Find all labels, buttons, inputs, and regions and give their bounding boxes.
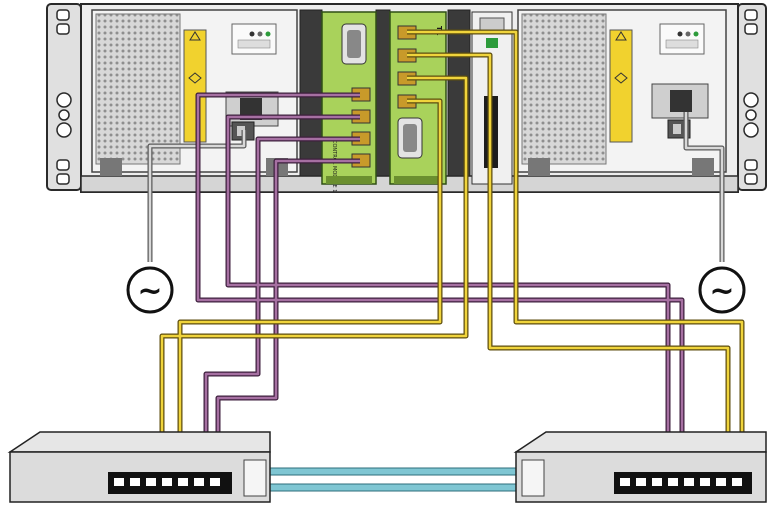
control-module-2: T1	[389, 11, 447, 185]
right-ear-holes	[743, 9, 759, 185]
switch-right-port-block	[614, 472, 752, 494]
ac-symbol-left: ~	[137, 274, 162, 309]
network-switch-right	[513, 431, 767, 503]
left-ear-holes	[56, 9, 72, 185]
psu-left-vent	[95, 13, 181, 165]
power-supply-right	[517, 9, 727, 176]
psu-right-status-panel	[659, 23, 705, 55]
power-supply-left	[91, 9, 298, 176]
ac-symbol-right: ~	[709, 274, 734, 309]
network-switch-left	[7, 431, 271, 503]
cm1-label: CONTROL MODULE 1	[331, 140, 337, 192]
psu-left-status-panel	[231, 23, 277, 55]
psu-right-vent	[521, 13, 607, 165]
switch-interconnect-cables	[269, 467, 521, 492]
psu-right-warning-label	[609, 29, 633, 143]
psu-left-warning-label	[183, 29, 207, 143]
ac-power-source-left: ~	[126, 266, 174, 314]
ac-power-source-right: ~	[698, 266, 746, 314]
